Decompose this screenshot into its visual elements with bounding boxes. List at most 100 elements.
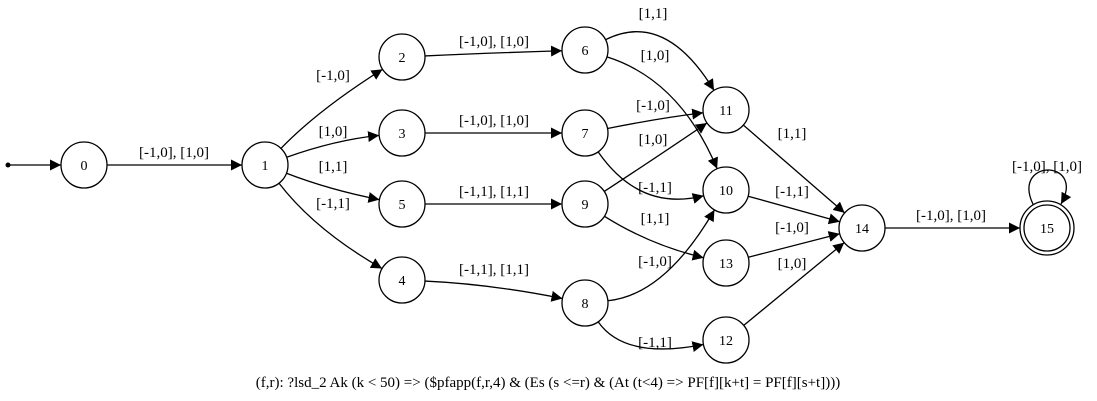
edge-8-12: [-1,1] <box>597 321 704 352</box>
state-node-2: 2 <box>378 33 426 81</box>
edge-5-9: [-1,1], [1,1] <box>425 184 562 210</box>
state-label: 9 <box>582 198 589 213</box>
state-label: 4 <box>399 274 406 289</box>
state-circle <box>561 109 609 157</box>
state-circle <box>561 26 609 74</box>
edge-line <box>743 242 845 326</box>
state-circle <box>1019 200 1075 256</box>
state-node-3: 3 <box>378 109 426 157</box>
state-node-15: 15 <box>1019 200 1075 256</box>
edge-6-11: [1,1] <box>605 6 715 91</box>
edge-1-5: [1,1] <box>286 159 380 203</box>
edge-label: [-1,0] <box>638 254 672 270</box>
edge-7-11: [-1,0] <box>607 98 704 130</box>
state-label: 6 <box>582 44 589 59</box>
edge-label: [-1,0], [1,0] <box>1012 159 1082 175</box>
edge-label: [-1,0] <box>316 68 350 84</box>
edge-13-14: [-1,0] <box>748 220 840 258</box>
edge-10-14: [-1,1] <box>747 184 841 225</box>
state-label: 8 <box>582 297 589 312</box>
edge-line <box>747 195 841 225</box>
accepting-inner-circle <box>1023 204 1071 252</box>
state-node-10: 10 <box>702 166 750 214</box>
state-circle <box>378 109 426 157</box>
edge-line <box>286 131 380 158</box>
state-node-12: 12 <box>702 316 750 364</box>
state-node-13: 13 <box>702 239 750 287</box>
state-node-6: 6 <box>561 26 609 74</box>
edge-14-15: [-1,0], [1,0] <box>885 208 1020 234</box>
edge-label: [-1,1] <box>775 184 809 200</box>
initial-arrow <box>5 159 61 171</box>
edge-label: [1,0] <box>778 256 807 272</box>
edge-1-2: [-1,0] <box>280 68 383 149</box>
state-label: 1 <box>262 159 269 174</box>
edge-label: [-1,1], [1,1] <box>459 262 529 278</box>
edge-label: [1,1] <box>778 126 807 142</box>
formula-caption: (f,r): ?lsd_2 Ak (k < 50) => ($pfapp(f,r… <box>256 375 840 391</box>
edge-line <box>597 321 704 352</box>
state-node-7: 7 <box>561 109 609 157</box>
edge-9-13: [1,1] <box>604 211 704 261</box>
state-circle <box>241 141 289 189</box>
state-label: 2 <box>399 51 406 66</box>
edge-line <box>1028 169 1072 209</box>
edge-label: [1,0] <box>319 124 348 140</box>
state-label: 12 <box>719 334 733 349</box>
state-node-4: 4 <box>378 256 426 304</box>
edge-line <box>424 280 563 302</box>
edge-line <box>606 56 718 170</box>
edge-1-4: [-1,1] <box>278 182 383 270</box>
edge-label: [-1,0], [1,0] <box>459 113 529 129</box>
state-label: 3 <box>399 127 406 142</box>
state-circle <box>702 316 750 364</box>
edge-line <box>603 122 708 192</box>
state-circle <box>561 180 609 228</box>
edge-line <box>607 209 716 302</box>
state-node-8: 8 <box>561 279 609 327</box>
edge-line <box>742 124 846 214</box>
edges-layer: [-1,0], [1,0][-1,0][1,0][1,1][-1,1][-1,0… <box>5 6 1082 352</box>
state-circle <box>60 141 108 189</box>
edge-line <box>748 231 840 258</box>
edge-8-10: [-1,0] <box>607 209 716 302</box>
edge-6-10: [1,0] <box>606 48 718 170</box>
edge-line <box>607 108 704 130</box>
edge-1-3: [1,0] <box>286 124 380 158</box>
edge-label: [1,1] <box>639 6 668 22</box>
state-circle <box>378 256 426 304</box>
state-label: 5 <box>399 198 406 213</box>
state-node-14: 14 <box>838 204 886 252</box>
state-label: 7 <box>582 127 589 142</box>
state-label: 13 <box>719 257 733 272</box>
edge-7-10: [-1,1] <box>597 151 704 204</box>
edge-line <box>280 68 383 149</box>
state-node-0: 0 <box>60 141 108 189</box>
edge-line <box>597 151 704 204</box>
edge-line <box>605 31 715 91</box>
edge-label: [-1,0], [1,0] <box>459 34 529 50</box>
edge-label: [-1,0] <box>775 220 809 236</box>
edge-4-8: [-1,1], [1,1] <box>424 262 563 302</box>
edge-11-14: [1,1] <box>742 124 846 214</box>
edge-label: [-1,1] <box>638 180 672 196</box>
edge-0-1: [-1,0], [1,0] <box>107 145 242 171</box>
state-circle <box>702 166 750 214</box>
state-circle <box>702 86 750 134</box>
edge-label: [1,0] <box>641 48 670 64</box>
state-label: 11 <box>719 104 732 119</box>
edge-label: [1,1] <box>641 211 670 227</box>
edge-3-7: [-1,0], [1,0] <box>425 113 562 139</box>
edge-label: [-1,1] <box>316 196 350 212</box>
edge-15-15: [-1,0], [1,0] <box>1012 159 1082 209</box>
edge-label: [-1,0], [1,0] <box>916 208 986 224</box>
edge-label: [-1,1] <box>638 335 672 351</box>
state-label: 15 <box>1040 222 1054 237</box>
state-label: 0 <box>81 159 88 174</box>
edge-12-14: [1,0] <box>743 242 845 326</box>
state-node-1: 1 <box>241 141 289 189</box>
edge-line <box>424 45 563 57</box>
state-label: 10 <box>719 184 733 199</box>
